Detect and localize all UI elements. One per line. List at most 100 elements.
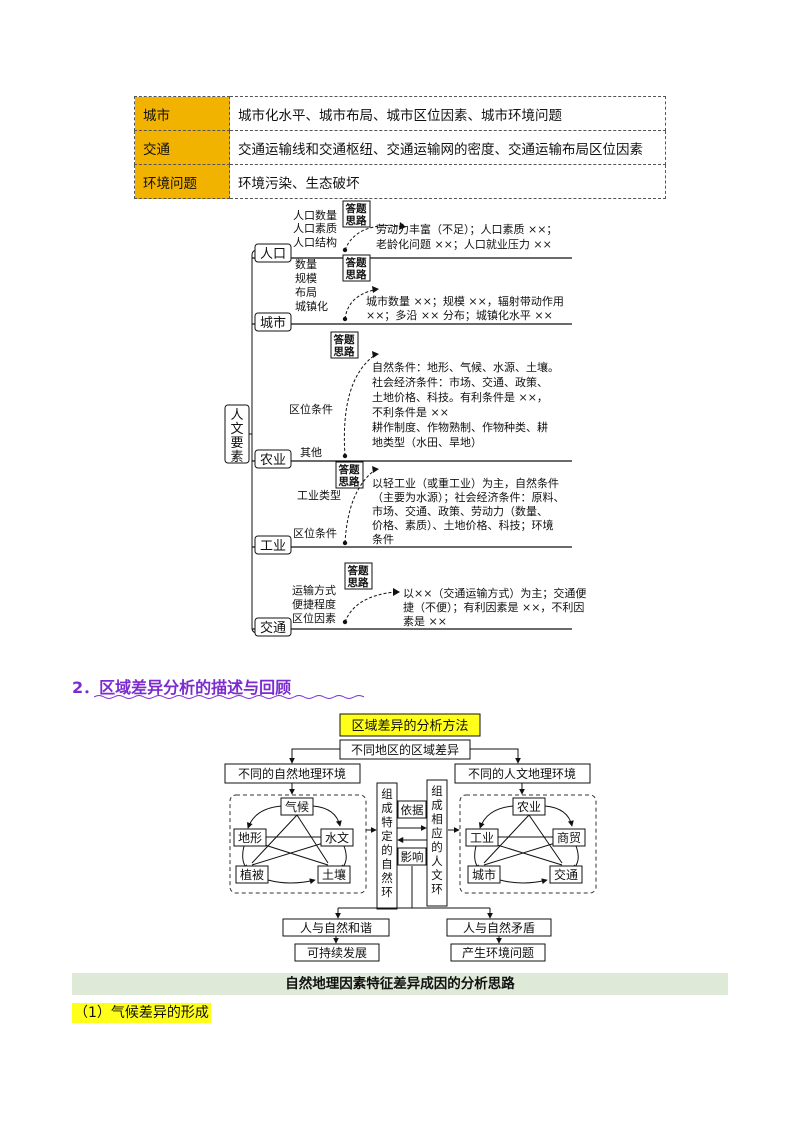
diagram-top-label: 不同地区的区域差异: [351, 742, 459, 757]
subsection-heading: （1）气候差异的形成: [72, 1003, 211, 1023]
branch-label-agriculture: 农业: [260, 453, 286, 468]
mindmap-root-char-3: 要: [230, 436, 243, 451]
node-soil: 土壤: [322, 867, 346, 882]
table-row: 交通 交通运输线和交通枢纽、交通运输网的密度、交通运输布局区位因素: [134, 130, 666, 165]
answer-line: ××；多沿 ×× 分布；城镇化水平 ××: [366, 308, 553, 322]
answer-line: 以××（交通运输方式）为主；交通便: [403, 586, 586, 600]
outcome-harmony: 人与自然和谐: [300, 920, 372, 935]
answer-line: 自然条件：地形、气候、水源、土壤。: [372, 360, 559, 374]
answer-line: 劳动力丰富（不足）；人口素质 ××；: [376, 222, 557, 236]
answer-line: 地类型（水田、旱地）: [372, 435, 482, 449]
table-value-cell: 城市化水平、城市布局、城市区位因素、城市环境问题: [229, 96, 666, 131]
table-key-cell: 环境问题: [134, 164, 230, 199]
answer-tag: 答题: [345, 202, 367, 215]
wavy-underline: [94, 695, 364, 699]
outcome-problems: 产生环境问题: [462, 945, 534, 960]
col-human-char: 相: [431, 812, 443, 826]
answer-line: 价格、素质）、土地价格、科技；环境: [372, 518, 554, 532]
factor-item: 人口数量: [293, 209, 337, 222]
factors-table: 城市 城市化水平、城市布局、城市区位因素、城市环境问题 交通 交通运输线和交通枢…: [134, 96, 666, 199]
basis-label: 依据: [401, 803, 424, 817]
node-commerce: 商贸: [557, 830, 581, 845]
col-natural-char: 成: [381, 801, 393, 815]
branch-label-transport: 交通: [260, 620, 286, 636]
table-key-cell: 城市: [134, 96, 230, 131]
col-natural-char: 定: [381, 829, 393, 843]
node-transport: 交通: [554, 867, 578, 882]
answer-line: 以轻工业（或重工业）为主，自然条件: [372, 476, 559, 490]
factor-item: 规模: [295, 271, 317, 285]
outcome-conflict: 人与自然矛盾: [463, 920, 535, 935]
node-industry: 工业: [470, 831, 494, 845]
answer-line: 条件: [372, 532, 394, 546]
left-env-label: 不同的自然地理环境: [238, 766, 346, 781]
section-number: 2．: [72, 678, 100, 697]
answer-line: 捷（不便）；有利因素是 ××，不利因: [403, 600, 584, 614]
factor-item: 人口结构: [293, 235, 337, 249]
answer-tag: 答题: [345, 256, 367, 269]
analysis-band-title: 自然地理因素特征差异成因的分析思路: [72, 973, 728, 995]
col-human-char: 文: [431, 868, 443, 882]
table-value-cell: 环境污染、生态破坏: [229, 164, 666, 199]
answer-tag: 思路: [348, 576, 369, 589]
col-natural-char: 环: [381, 885, 393, 899]
answer-tag: 思路: [334, 345, 355, 358]
factor-item: 其他: [300, 446, 322, 459]
node-terrain: 地形: [238, 831, 262, 845]
section-title: 区域差异分析的描述与回顾: [99, 678, 292, 697]
answer-line: 素是 ××: [403, 615, 447, 628]
factor-item: 工业类型: [297, 488, 341, 502]
mindmap-root-char-1: 人: [230, 408, 243, 423]
col-natural-char: 然: [381, 871, 393, 885]
factor-item: 布局: [295, 286, 317, 299]
table-value-cell: 交通运输线和交通枢纽、交通运输网的密度、交通运输布局区位因素: [229, 130, 666, 165]
answer-tag: 思路: [346, 268, 367, 281]
col-human-char: 的: [431, 840, 443, 854]
col-human-char: 组: [431, 784, 443, 798]
section-heading: 2．区域差异分析的描述与回顾: [72, 674, 364, 699]
answer-line: 市场、交通、政策、劳动力（数量、: [372, 504, 548, 518]
answer-tag: 答题: [347, 564, 369, 577]
factor-item: 便捷程度: [292, 597, 336, 611]
col-natural-char: 特: [381, 815, 393, 829]
right-env-label: 不同的人文地理环境: [468, 766, 576, 781]
factor-item: 人口素质: [293, 222, 337, 235]
answer-tag: 答题: [338, 463, 360, 476]
col-human-char: 环: [431, 882, 443, 896]
answer-line: （主要为水源）；社会经济条件：原料、: [372, 490, 565, 504]
influence-label: 影响: [401, 850, 424, 864]
diagram-title: 区域差异的分析方法: [351, 718, 468, 734]
col-natural-char: 的: [381, 843, 393, 857]
col-natural-char: 自: [381, 857, 393, 871]
answer-tag: 思路: [339, 475, 360, 488]
node-hydrology: 水文: [325, 830, 349, 845]
col-human-char: 人: [431, 854, 443, 868]
node-climate: 气候: [285, 799, 309, 814]
table-row: 环境问题 环境污染、生态破坏: [134, 164, 666, 199]
branch-label-industry: 工业: [260, 539, 286, 554]
humanities-factors-mindmap: 人 文 要 素 人口 城市 农业 工业 交通 人口数量 人口素质 人口结构 数量…: [224, 200, 586, 637]
outcome-sustainable: 可持续发展: [307, 945, 367, 960]
node-city: 城市: [472, 867, 496, 882]
node-vegetation: 植被: [240, 867, 264, 882]
mindmap-root-char-2: 文: [230, 422, 243, 437]
factor-item: 城镇化: [295, 299, 328, 313]
branch-label-city: 城市: [260, 315, 286, 331]
factor-item: 数量: [295, 258, 317, 271]
mindmap-root-char-4: 素: [230, 450, 243, 465]
table-row: 城市 城市化水平、城市布局、城市区位因素、城市环境问题: [134, 96, 666, 131]
col-human-char: 应: [431, 826, 443, 840]
table-key-cell: 交通: [134, 130, 230, 165]
answer-line: 社会经济条件：市场、交通、政策、: [372, 375, 548, 389]
answer-tag: 思路: [346, 214, 367, 227]
answer-line: 城市数量 ××；规模 ××，辐射带动作用: [366, 294, 564, 308]
answer-line: 不利条件是 ××: [372, 405, 449, 419]
answer-line: 土地价格、科技。有利条件是 ××，: [372, 390, 548, 404]
answer-line: 耕作制度、作物熟制、作物种类、耕: [372, 420, 548, 434]
factor-item: 区位因素: [292, 611, 336, 625]
answer-line: 老龄化问题 ××；人口就业压力 ××: [376, 237, 552, 251]
factor-item: 区位条件: [289, 402, 333, 416]
branch-label-population: 人口: [260, 247, 286, 262]
col-natural-char: 组: [381, 787, 393, 801]
factor-item: 区位条件: [293, 526, 337, 540]
